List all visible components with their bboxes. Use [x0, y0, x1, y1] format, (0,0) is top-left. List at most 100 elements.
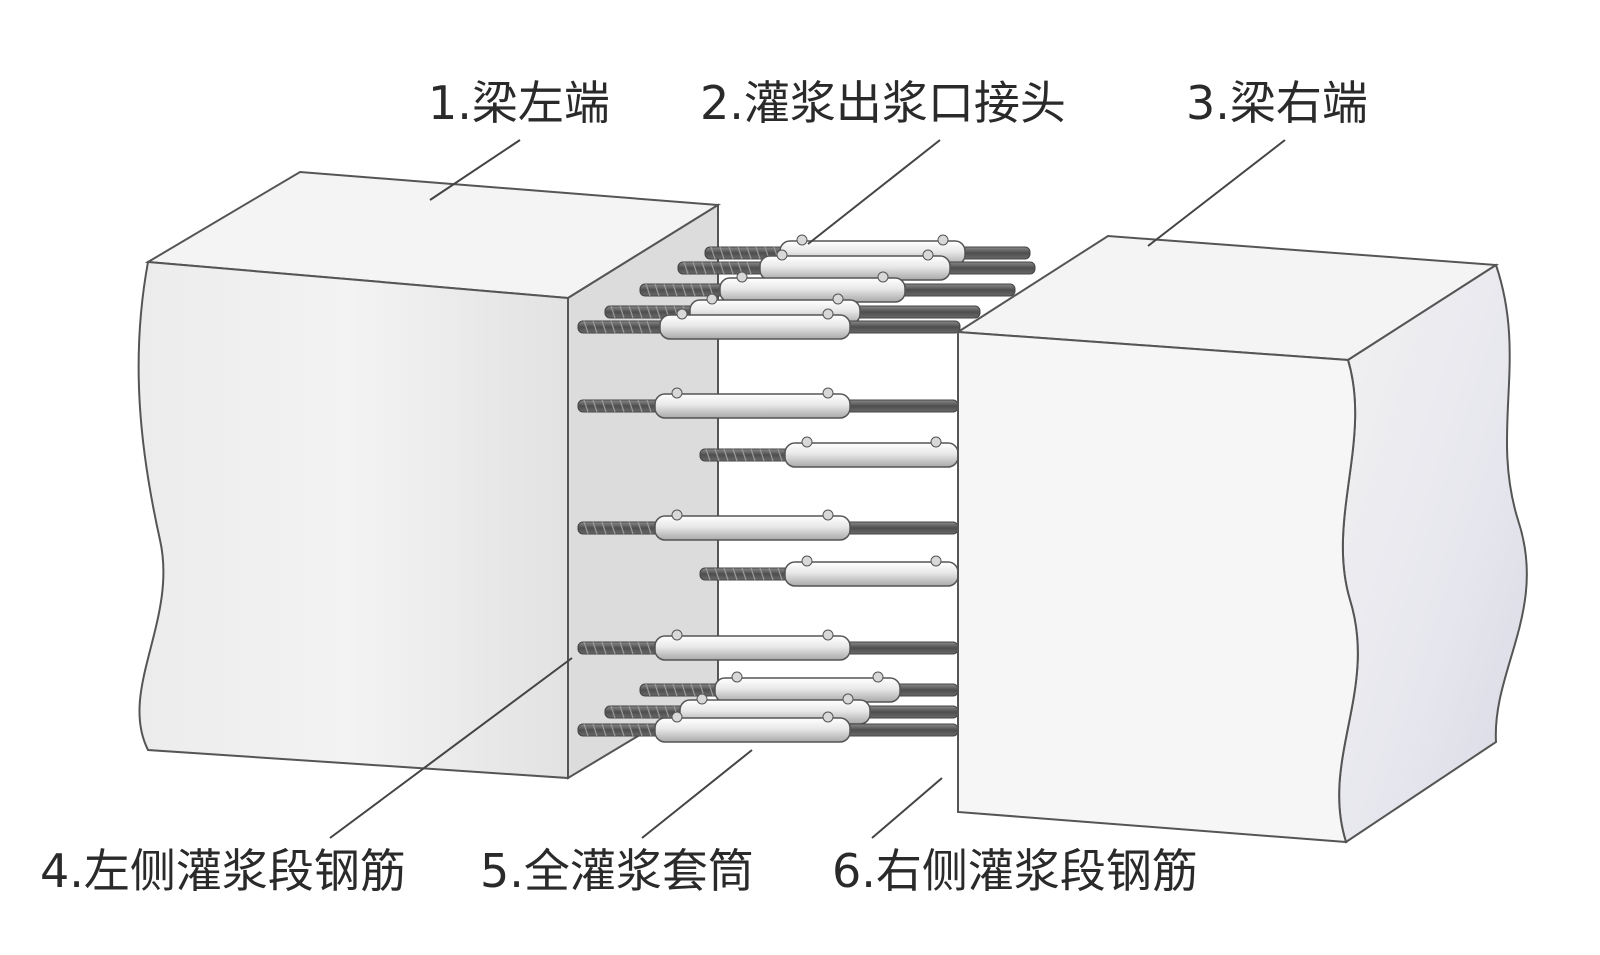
rebar-rib — [654, 683, 660, 697]
rebar-rib — [637, 521, 643, 535]
rebar-rib — [714, 448, 720, 462]
rebar-rib — [655, 305, 661, 319]
rebar-rib — [628, 705, 634, 719]
rebar-rib — [723, 567, 729, 581]
rebar-rib — [610, 320, 616, 334]
rebar-rib — [601, 641, 607, 655]
rebar-rib — [619, 399, 625, 413]
leader-beam-left-end — [429, 139, 521, 201]
label-beam-left-end: 1.梁左端 — [428, 76, 610, 130]
rebar-rib — [583, 320, 589, 334]
rebar-rib — [646, 305, 652, 319]
rebar-sleeve-group — [577, 234, 1036, 743]
rebar-rib — [637, 723, 643, 737]
grout-sleeve — [654, 717, 851, 743]
rebar-rib — [583, 723, 589, 737]
grout-port — [796, 234, 808, 246]
grout-port — [842, 693, 854, 705]
rebar-sleeve-2 — [677, 249, 1036, 281]
rebar-rib — [646, 399, 652, 413]
rebar-sleeve-7 — [699, 436, 959, 468]
rebar-rib — [619, 641, 625, 655]
rebar-rib — [710, 246, 716, 260]
rebar-rib — [664, 705, 670, 719]
leader-grout-outlet-joint — [807, 139, 941, 245]
grout-port — [801, 436, 813, 448]
rebar-rib — [701, 261, 707, 275]
rebar-rib — [690, 283, 696, 297]
rebar-rib — [672, 683, 678, 697]
rebar-rib — [645, 683, 651, 697]
grout-sleeve — [714, 677, 901, 703]
rebar-rib — [619, 320, 625, 334]
leader-beam-right-end — [1147, 139, 1286, 247]
rebar-rib — [628, 305, 634, 319]
rebar-rib — [732, 567, 738, 581]
rebar-rib — [777, 567, 783, 581]
grout-port — [930, 436, 942, 448]
grout-port — [676, 308, 688, 320]
grout-port — [822, 308, 834, 320]
grout-port — [776, 249, 788, 261]
rebar-sleeve-3 — [639, 271, 1016, 303]
rebar-rib — [681, 283, 687, 297]
leader-left-grout-rebar — [329, 657, 573, 839]
rebar-rib — [610, 705, 616, 719]
rebar-rib — [681, 683, 687, 697]
rebar-sleeve-9 — [699, 555, 959, 587]
leader-full-grout-sleeve — [641, 749, 753, 839]
grout-sleeve — [784, 561, 959, 587]
label-full-grout-sleeve: 5.全灌浆套筒 — [480, 844, 754, 898]
rebar-rib — [705, 567, 711, 581]
grout-port — [832, 293, 844, 305]
rebar-rib — [777, 448, 783, 462]
rebar-rib — [610, 399, 616, 413]
rebar-rib — [723, 448, 729, 462]
rebar-rib — [655, 705, 661, 719]
grout-sleeve — [659, 314, 851, 340]
rebar-rib — [728, 261, 734, 275]
rebar-rib — [637, 705, 643, 719]
grout-port — [696, 693, 708, 705]
rebar-rib — [690, 683, 696, 697]
leader-lines — [329, 139, 1286, 839]
label-beam-right-end: 3.梁右端 — [1186, 76, 1368, 130]
rebar-rib — [683, 261, 689, 275]
rebar-rib — [719, 246, 725, 260]
rebar-rib — [628, 399, 634, 413]
rebar-rib — [601, 399, 607, 413]
rebar-rib — [728, 246, 734, 260]
rebar-rib — [610, 521, 616, 535]
rebar-rib — [737, 246, 743, 260]
rebar-rib — [692, 261, 698, 275]
rebar-rib — [710, 261, 716, 275]
rebar-rib — [619, 521, 625, 535]
right-beam-side-face — [1338, 263, 1528, 844]
rebar-rib — [719, 261, 725, 275]
rebar-sleeve-11 — [639, 671, 959, 703]
rebar-rib — [705, 448, 711, 462]
rebar-rib — [619, 705, 625, 719]
rebar-rib — [759, 448, 765, 462]
rebar-rib — [628, 723, 634, 737]
rebar-rib — [637, 320, 643, 334]
rebar-rib — [583, 521, 589, 535]
right-beam-front-face — [957, 330, 1359, 844]
rebar-rib — [592, 521, 598, 535]
grout-port — [671, 629, 683, 641]
rebar-rib — [601, 521, 607, 535]
rebar-rib — [592, 399, 598, 413]
rebar-rib — [708, 683, 714, 697]
rebar-rib — [732, 448, 738, 462]
rebar-rib — [746, 246, 752, 260]
grout-port — [822, 629, 834, 641]
label-grout-outlet-joint: 2.灌浆出浆口接头 — [700, 76, 1066, 130]
rebar-sleeve-5 — [577, 308, 961, 340]
rebar-rib — [646, 723, 652, 737]
rebar-rib — [637, 641, 643, 655]
label-right-grout-rebar: 6.右侧灌浆段钢筋 — [832, 844, 1198, 898]
label-left-grout-rebar: 4.左侧灌浆段钢筋 — [40, 844, 406, 898]
rebar-rib — [768, 567, 774, 581]
rebar-rib — [592, 723, 598, 737]
leader-right-grout-rebar — [871, 777, 943, 839]
